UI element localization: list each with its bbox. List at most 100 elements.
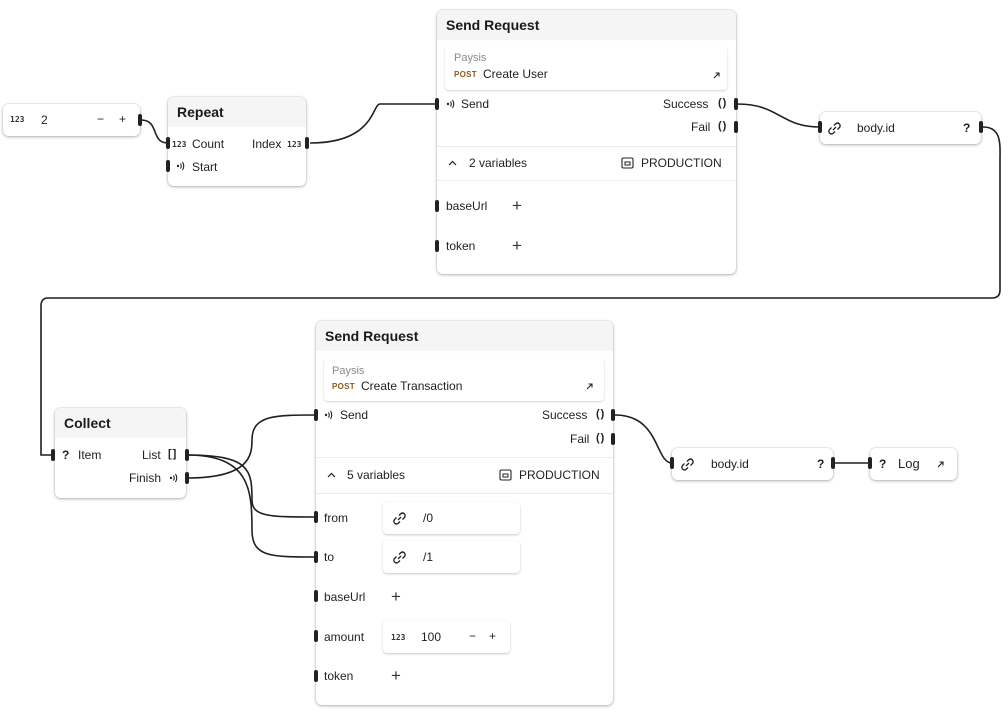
send-request-2-title: Send Request	[316, 321, 613, 351]
amount-increment-button[interactable]: +	[489, 629, 497, 643]
body-id-input-port-2[interactable]	[670, 457, 674, 469]
body-id-node-1[interactable]: body.id ?	[820, 112, 981, 144]
wire-list-to-to	[186, 454, 317, 558]
item-type: ?	[62, 448, 70, 462]
count-type-badge: 123	[172, 140, 187, 149]
from-field[interactable]: /0	[383, 502, 520, 534]
to-field[interactable]: /1	[383, 541, 520, 573]
chevron-up-icon[interactable]	[326, 470, 336, 480]
success-output-port-2[interactable]	[611, 409, 615, 421]
send-input-port-1[interactable]	[435, 98, 439, 110]
decrement-button[interactable]: −	[97, 112, 105, 126]
to-input-port[interactable]	[314, 551, 318, 563]
from-input-port[interactable]	[314, 511, 318, 523]
amount-decrement-button[interactable]: −	[469, 629, 477, 643]
add-baseurl-button-1[interactable]: +	[512, 196, 522, 215]
method-badge-1: POST	[454, 70, 477, 79]
start-label: Start	[192, 160, 218, 174]
number-input-node[interactable]: 123 2 − +	[3, 104, 140, 136]
repeat-title: Repeat	[168, 97, 306, 127]
log-label: Log	[898, 456, 920, 471]
success-paren-1: ()	[718, 97, 728, 109]
body-id-input-port-1[interactable]	[818, 121, 822, 133]
item-input-port[interactable]	[51, 449, 55, 461]
repeat-node: Repeat 123 Count Index 123 Start	[168, 97, 306, 186]
number-output-port[interactable]	[138, 114, 142, 126]
external-link-icon[interactable]	[711, 70, 721, 80]
endpoint-card-2[interactable]: Paysis POST Create Transaction	[324, 359, 604, 401]
method-badge-2: POST	[332, 382, 355, 391]
endpoint-card-1[interactable]: Paysis POST Create User	[445, 46, 727, 90]
send-request-node-2: Send Request Paysis POST Create Transact…	[316, 321, 613, 705]
success-output-port-1[interactable]	[734, 98, 738, 110]
external-link-icon[interactable]	[584, 381, 594, 391]
body-id-output-port-1[interactable]	[979, 121, 983, 133]
var-to-label: to	[324, 550, 335, 564]
index-label: Index	[252, 137, 282, 151]
variables-count-2[interactable]: 5 variables	[347, 468, 406, 482]
collect-title: Collect	[55, 408, 186, 438]
environment-label-2[interactable]: PRODUCTION	[519, 468, 600, 482]
external-link-icon[interactable]	[935, 459, 945, 469]
send-request-node-1: Send Request Paysis POST Create User Sen…	[437, 10, 736, 274]
link-icon	[679, 456, 695, 472]
link-icon	[391, 510, 407, 526]
amount-type-badge: 123	[391, 633, 406, 642]
wire-finish-to-send	[186, 414, 317, 479]
token-input-port-1[interactable]	[435, 240, 439, 252]
baseurl-input-port-2[interactable]	[314, 590, 318, 602]
start-input-port[interactable]	[166, 160, 170, 172]
wire-index-to-send	[309, 103, 437, 144]
send-label-2: Send	[340, 408, 369, 422]
environment-icon	[498, 468, 512, 482]
service-name-1: Paysis	[454, 52, 487, 64]
amount-field[interactable]: 123 100 − +	[383, 621, 510, 653]
amount-value[interactable]: 100	[421, 630, 442, 644]
finish-label: Finish	[129, 471, 162, 485]
index-output-port[interactable]	[305, 137, 309, 149]
collect-node: Collect ? Item List [] Finish	[55, 408, 186, 498]
log-type: ?	[879, 457, 887, 471]
success-label-2: Success	[542, 408, 588, 422]
log-node[interactable]: ? Log	[870, 448, 957, 480]
baseurl-input-port-1[interactable]	[435, 200, 439, 212]
token-input-port-2[interactable]	[314, 670, 318, 682]
to-value: /1	[423, 550, 434, 564]
endpoint-name-2: Create Transaction	[361, 379, 463, 393]
body-id-output-port-2[interactable]	[831, 457, 835, 469]
service-name-2: Paysis	[332, 365, 365, 377]
list-output-port[interactable]	[185, 449, 189, 461]
send-input-port-2[interactable]	[314, 409, 318, 421]
link-icon	[826, 120, 842, 136]
count-input-port[interactable]	[166, 137, 170, 149]
log-input-port[interactable]	[868, 457, 872, 469]
list-label: List	[142, 448, 161, 462]
send-label-1: Send	[461, 97, 490, 111]
finish-output-port[interactable]	[185, 472, 189, 484]
var-amount-label: amount	[324, 630, 365, 644]
endpoint-name-1: Create User	[483, 67, 548, 81]
body-id-node-2[interactable]: body.id ?	[672, 448, 833, 480]
chevron-up-icon[interactable]	[447, 158, 457, 168]
variables-count-1[interactable]: 2 variables	[469, 156, 528, 170]
signal-icon	[174, 160, 186, 172]
number-value[interactable]: 2	[41, 113, 48, 127]
amount-input-port[interactable]	[314, 630, 318, 642]
list-bracket: []	[168, 448, 178, 460]
add-baseurl-button-2[interactable]: +	[391, 587, 401, 606]
fail-output-port-2[interactable]	[611, 433, 615, 445]
wire-success-to-bodyid	[736, 103, 821, 128]
send-request-1-title: Send Request	[437, 10, 736, 40]
index-type-badge: 123	[287, 140, 302, 149]
environment-label-1[interactable]: PRODUCTION	[641, 156, 722, 170]
body-id-type-1: ?	[963, 121, 971, 135]
fail-output-port-1[interactable]	[734, 121, 738, 133]
wire-number-to-count	[140, 119, 169, 144]
add-token-button-2[interactable]: +	[391, 666, 401, 685]
increment-button[interactable]: +	[119, 112, 127, 126]
var-from-label: from	[324, 511, 348, 525]
fail-paren-1: ()	[718, 120, 728, 132]
wire-success2-to-bodyid2	[614, 414, 673, 464]
add-token-button-1[interactable]: +	[512, 236, 522, 255]
number-type-badge: 123	[10, 115, 25, 124]
